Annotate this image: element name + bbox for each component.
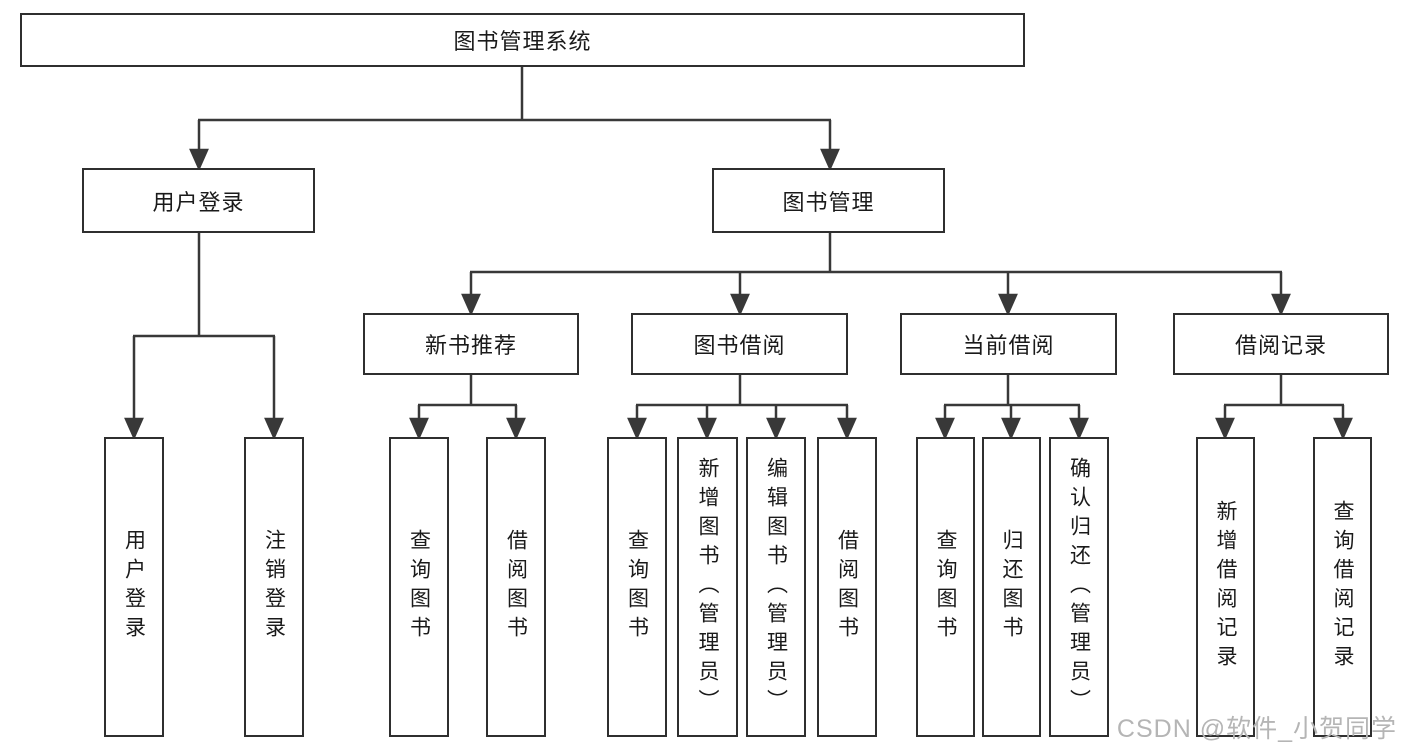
node-label: 借阅记录 (1234, 333, 1327, 358)
node-label: 编辑图书（管理员） (764, 456, 788, 718)
leaf-user-login: 用户登录 (104, 437, 164, 737)
node-label: 图书管理 (782, 189, 875, 215)
leaf-query-books: 查询图书 (607, 437, 667, 737)
leaf-add-borrow-record: 新增借阅记录 (1196, 437, 1255, 737)
node-label: 借阅图书 (835, 529, 859, 645)
leaf-return-books: 归还图书 (982, 437, 1041, 737)
leaf-add-book-admin: 新增图书（管理员） (677, 437, 738, 737)
node-label: 确认归还（管理员） (1067, 456, 1091, 718)
node-label: 图书借阅 (693, 333, 786, 358)
node-label: 用户登录 (122, 529, 146, 645)
leaf-query-books: 查询图书 (916, 437, 975, 737)
node-label: 新书推荐 (424, 333, 517, 358)
leaf-confirm-return-admin: 确认归还（管理员） (1049, 437, 1109, 737)
leaf-borrow-books: 借阅图书 (486, 437, 546, 737)
node-label: 查询图书 (625, 529, 649, 645)
node-label: 借阅图书 (504, 529, 528, 645)
node-library-management-system: 图书管理系统 (20, 13, 1025, 67)
leaf-edit-book-admin: 编辑图书（管理员） (746, 437, 806, 737)
watermark: CSDN @软件_小贺同学 (1116, 715, 1397, 743)
node-label: 归还图书 (1000, 529, 1023, 645)
node-label: 查询图书 (407, 529, 431, 645)
node-book-borrowing: 图书借阅 (631, 313, 848, 375)
node-label: 图书管理系统 (453, 29, 592, 54)
node-borrowing-records: 借阅记录 (1173, 313, 1389, 375)
node-book-management: 图书管理 (712, 168, 945, 233)
leaf-query-books: 查询图书 (389, 437, 449, 737)
node-user-login: 用户登录 (82, 168, 315, 233)
node-label: 新增图书（管理员） (696, 456, 719, 718)
node-label: 当前借阅 (962, 333, 1055, 358)
node-label: 查询图书 (934, 529, 957, 645)
node-label: 用户登录 (152, 189, 245, 215)
leaf-query-borrow-record: 查询借阅记录 (1313, 437, 1372, 737)
leaf-logout: 注销登录 (244, 437, 304, 737)
node-new-book-recommend: 新书推荐 (363, 313, 579, 375)
node-label: 注销登录 (262, 529, 286, 645)
node-label: 新增借阅记录 (1214, 500, 1237, 674)
node-label: 查询借阅记录 (1331, 500, 1354, 674)
node-current-borrowing: 当前借阅 (900, 313, 1117, 375)
leaf-borrow-books: 借阅图书 (817, 437, 877, 737)
